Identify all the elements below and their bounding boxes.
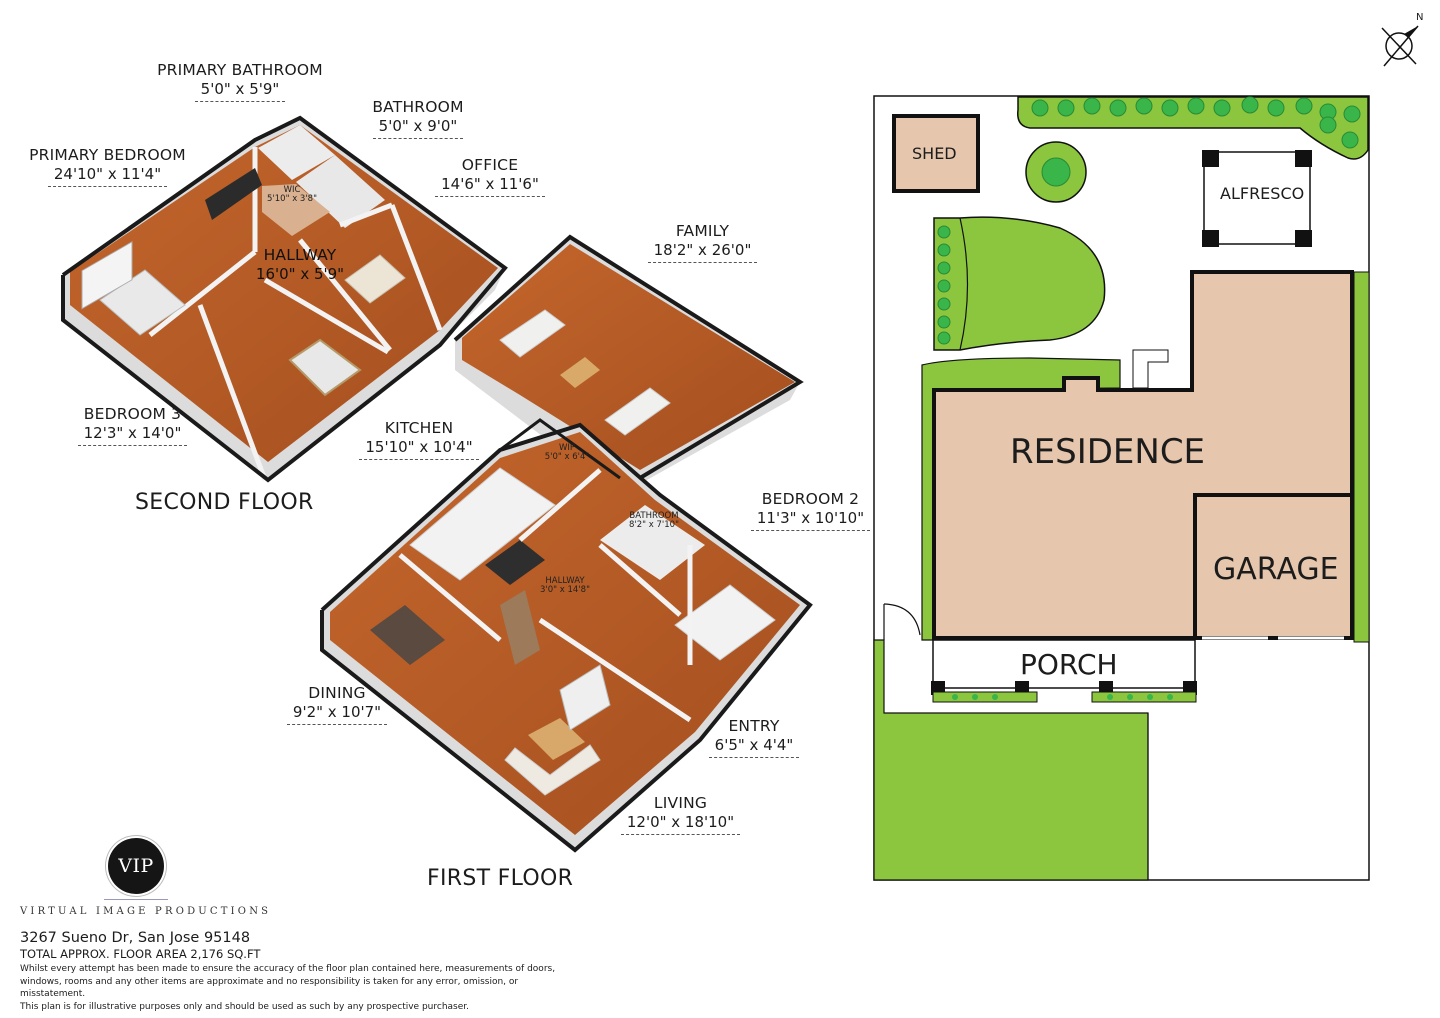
room-dims: 11'3" x 10'10" [750,509,871,532]
footer: 3267 Sueno Dr, San Jose 95148 TOTAL APPR… [20,930,620,1013]
room-name: LIVING [653,794,708,812]
shed-building [892,114,980,193]
porch-planter-right [1091,691,1197,703]
room-label-office: OFFICE 14'6" x 11'6" [435,156,545,198]
kitchen-island [485,540,545,585]
room-dims: 12'0" x 18'10" [620,813,741,836]
family-floor [462,244,795,470]
property-address: 3267 Sueno Dr, San Jose 95148 [20,930,251,946]
floor-plans-drawing [61,115,813,853]
disclaimer: Whilst every attempt has been made to en… [20,963,580,1013]
room-dims: 5'10" x 3'8" [267,194,317,205]
primary-bathroom-floor [258,125,335,180]
bunk-bed [288,338,362,397]
dresser [205,168,262,220]
room-dims: 14'6" x 11'6" [435,175,545,198]
room-name: BATHROOM [372,98,464,116]
room-label-family: FAMILY 18'2" x 26'0" [640,222,765,264]
room-name: DINING [308,684,366,702]
disclaimer-line: windows, rooms and any other items are a… [20,976,519,1000]
shed-label: SHED [912,144,957,163]
room-name: OFFICE [461,156,519,174]
second-floor-title: SECOND FLOOR [135,490,314,515]
room-name: PRIMARY BEDROOM [29,146,186,164]
room-dims: 15'10" x 10'4" [359,438,479,461]
room-name: KITCHEN [384,419,454,437]
dining-table [370,605,445,665]
residence-label: RESIDENCE [1010,432,1206,472]
room-dims: 16'0" x 5'9" [255,264,345,283]
room-label-kitchen: KITCHEN 15'10" x 10'4" [355,419,483,461]
kitchen-counter [409,467,556,581]
alfresco-structure [1203,151,1311,245]
room-label-bathroom: BATHROOM 5'0" x 9'0" [358,98,478,140]
room-name: ENTRY [728,717,780,735]
hedge-shrubs [1031,96,1361,149]
wic-floor [262,184,330,236]
living-sofa [504,744,601,796]
room-name: HALLWAY [545,576,585,586]
room-label-primary-bedroom: PRIMARY BEDROOM 24'10" x 11'4" [20,146,195,188]
room-label-dining: DINING 9'2" x 10'7" [282,684,392,726]
room-dims: 24'10" x 11'4" [47,165,168,188]
room-dims: 18'2" x 26'0" [647,241,758,264]
room-dims: 5'0" x 6'4" [544,452,590,463]
second-floor-plan [61,115,508,483]
room-label-bedroom-2: BEDROOM 2 11'3" x 10'10" [748,490,873,532]
first-floor-title: FIRST FLOOR [427,866,574,891]
room-dims: 8'2" x 7'10" [629,520,679,531]
garage-label: GARAGE [1213,552,1339,587]
total-floor-area: TOTAL APPROX. FLOOR AREA 2,176 SQ.FT [20,947,261,961]
room-name: FAMILY [675,222,730,240]
room-dims: 5'0" x 5'9" [194,80,286,103]
back-lawn [933,216,1106,351]
room-name: BEDROOM 2 [761,490,860,508]
disclaimer-line: This plan is for illustrative purposes o… [20,1001,470,1012]
family-sofa-1 [499,309,566,358]
room-dims: 5'0" x 9'0" [372,117,464,140]
room-dims: 3'0" x 14'8" [540,585,590,596]
room-label-primary-bathroom: PRIMARY BATHROOM 5'0" x 5'9" [150,61,330,103]
porch-planter-left [932,691,1038,703]
room-label-living: LIVING 12'0" x 18'10" [618,794,743,836]
room-dims: 6'5" x 4'4" [708,736,800,759]
north-arrow-icon [1381,25,1419,67]
garage-building [1193,493,1354,640]
vip-logo: VIP [108,838,164,894]
room-label-bedroom-3: BEDROOM 3 12'3" x 14'0" [70,405,195,447]
first-floor-plan [320,234,813,853]
logo-underline [104,899,168,900]
site-plan-drawing [873,95,1370,881]
office-sofa [344,254,406,304]
bedroom2-bed [674,584,776,661]
room-dims: 9'2" x 10'7" [286,703,388,726]
bathroom-1f-floor [600,505,705,580]
north-label: N [1416,12,1424,23]
room-name: WIP [558,443,576,453]
bathroom-floor [296,155,385,228]
coffee-table [560,357,600,388]
room-label-hallway-1f: HALLWAY 3'0" x 14'8" [533,576,597,596]
cabinet [500,590,540,665]
disclaimer-line: Whilst every attempt has been made to en… [20,964,556,974]
room-label-entry: ENTRY 6'5" x 4'4" [700,717,808,759]
tv-unit [559,664,611,731]
room-label-wic: WIC 5'10" x 3'8" [262,185,322,205]
room-name: PRIMARY BATHROOM [157,61,323,79]
room-label-hallway-2f: HALLWAY 16'0" x 5'9" [240,246,360,286]
room-name: WIC [283,185,301,195]
room-dims: 12'3" x 14'0" [77,424,188,447]
company-name: VIRTUAL IMAGE PRODUCTIONS [20,906,272,917]
room-name: HALLWAY [263,246,337,264]
family-sofa-2 [604,387,671,436]
room-name: BATHROOM [629,511,679,521]
logo-text: VIP [118,855,154,877]
room-name: BEDROOM 3 [83,405,182,423]
alfresco-label: ALFRESCO [1220,184,1305,203]
porch-label: PORCH [1020,648,1118,681]
room-label-wip: WIP 5'0" x 6'4" [537,443,597,463]
porch [932,639,1196,689]
room-label-bathroom-1f: BATHROOM 8'2" x 7'10" [622,511,686,531]
side-lawn-right [1353,271,1370,643]
